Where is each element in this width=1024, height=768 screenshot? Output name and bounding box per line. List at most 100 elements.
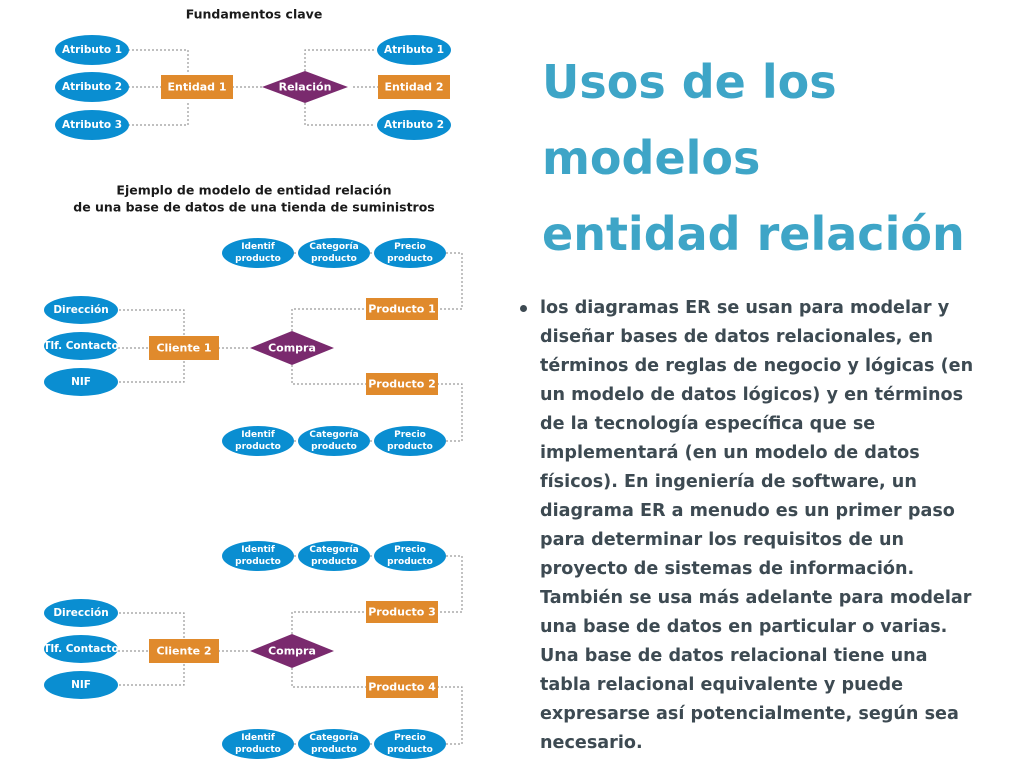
connector-line — [438, 252, 463, 310]
attribute-label: Tlf. Contacto — [43, 643, 118, 655]
connector-line — [119, 663, 185, 686]
attribute-ellipse — [44, 296, 118, 324]
attribute-label: Precio — [394, 242, 426, 252]
entity-label: Producto 3 — [368, 606, 436, 619]
attribute-label: Dirección — [53, 304, 108, 316]
attribute-label: Categoría — [309, 733, 358, 743]
relation-diamond — [262, 71, 348, 103]
attribute-label: Identif — [241, 733, 275, 743]
attribute-label: NIF — [71, 679, 91, 691]
attribute-ellipse — [222, 238, 294, 268]
bullet-item: los diagramas ER se usan para modelar y d… — [516, 294, 994, 758]
attribute-ellipse — [374, 426, 446, 456]
connector-line — [304, 49, 375, 71]
key-title: Fundamentos clave — [186, 7, 323, 22]
attribute-label: producto — [387, 557, 433, 567]
body-text-line: También se usa más adelante para modelar — [540, 588, 972, 608]
attribute-ellipse — [374, 238, 446, 268]
entity-box — [161, 75, 233, 99]
attribute-label: producto — [235, 254, 281, 264]
entity-box — [366, 601, 438, 623]
entity-box — [149, 639, 219, 663]
attribute-ellipse — [374, 729, 446, 759]
connector-line — [304, 103, 375, 126]
connector-line — [128, 49, 189, 72]
attribute-ellipse — [222, 541, 294, 571]
attribute-ellipse — [44, 599, 118, 627]
attribute-ellipse — [222, 426, 294, 456]
example-title-line: Ejemplo de modelo de entidad relación — [116, 183, 391, 198]
body-text-line: proyecto de sistemas de información. — [540, 559, 915, 579]
entity-label: Producto 1 — [368, 303, 436, 316]
attribute-ellipse — [298, 238, 370, 268]
connector-line — [291, 308, 366, 331]
attribute-ellipse — [44, 332, 118, 360]
body-text-line: tabla relacional equivalente y puede — [540, 675, 904, 695]
entity-label: Producto 4 — [368, 681, 436, 694]
body-text-line: una base de datos en particular o varias… — [540, 617, 948, 637]
attribute-label: Identif — [241, 430, 275, 440]
attribute-label: Categoría — [309, 430, 358, 440]
attribute-label: Atributo 1 — [62, 44, 122, 56]
body-text-line: un modelo de datos lógicos) y en término… — [540, 385, 964, 405]
attribute-label: Precio — [394, 733, 426, 743]
attribute-label: Atributo 1 — [384, 44, 444, 56]
body-text-line: términos de reglas de negocio y lógicas … — [540, 356, 974, 376]
attribute-ellipse — [377, 35, 451, 65]
connector-line — [119, 360, 185, 383]
attribute-label: Categoría — [309, 545, 358, 555]
attribute-ellipse — [298, 729, 370, 759]
relation-diamond — [250, 331, 334, 365]
entity-box — [378, 75, 450, 99]
attribute-label: Precio — [394, 430, 426, 440]
attribute-label: Atributo 3 — [62, 119, 122, 131]
entity-label: Entidad 1 — [167, 81, 226, 94]
attribute-ellipse — [55, 35, 129, 65]
relation-label: Compra — [268, 645, 316, 658]
connector-line — [128, 103, 189, 126]
attribute-ellipse — [44, 671, 118, 699]
relation-diamond — [250, 634, 334, 668]
title-line: entidad relación — [542, 207, 965, 261]
connector-line — [119, 309, 185, 336]
body-text-line: implementará (en un modelo de datos — [540, 443, 920, 463]
connector-line — [291, 611, 366, 634]
attribute-ellipse — [55, 110, 129, 140]
attribute-label: Identif — [241, 545, 275, 555]
connector-line — [119, 612, 185, 639]
attribute-ellipse — [55, 72, 129, 102]
body-text-line: necesario. — [540, 733, 643, 753]
entity-label: Producto 2 — [368, 378, 436, 391]
slide-title: Usos de los modelos entidad relación — [542, 44, 1002, 272]
body-text-line: de la tecnología específica que se — [540, 414, 876, 434]
body-text-line: diagrama ER a menudo es un primer paso — [540, 501, 955, 521]
attribute-label: NIF — [71, 376, 91, 388]
entity-box — [366, 676, 438, 698]
relation-label: Compra — [268, 342, 316, 355]
title-line: Usos de los — [542, 55, 837, 109]
entity-label: Cliente 2 — [156, 645, 211, 658]
attribute-label: producto — [311, 557, 357, 567]
attribute-label: producto — [311, 442, 357, 452]
attribute-label: Atributo 2 — [62, 81, 122, 93]
connector-line — [438, 555, 463, 613]
attribute-ellipse — [44, 368, 118, 396]
attribute-label: producto — [311, 745, 357, 755]
attribute-ellipse — [298, 426, 370, 456]
body-text-line: diseñar bases de datos relacionales, en — [540, 327, 934, 347]
attribute-label: Dirección — [53, 607, 108, 619]
attribute-label: Identif — [241, 242, 275, 252]
attribute-label: Categoría — [309, 242, 358, 252]
relation-label: Relación — [279, 81, 332, 94]
example-title-line: de una base de datos de una tienda de su… — [73, 200, 434, 215]
connector-line — [438, 686, 463, 745]
attribute-label: producto — [387, 254, 433, 264]
body-text-line: expresarse así potencialmente, según sea — [540, 704, 959, 724]
body-text-line: para determinar los requisitos de un — [540, 530, 905, 550]
body-text-line: los diagramas ER se usan para modelar y — [540, 298, 950, 318]
attribute-label: producto — [311, 254, 357, 264]
body-text-line: Una base de datos relacional tiene una — [540, 646, 928, 666]
bullet-icon — [520, 305, 527, 312]
entity-box — [366, 373, 438, 395]
